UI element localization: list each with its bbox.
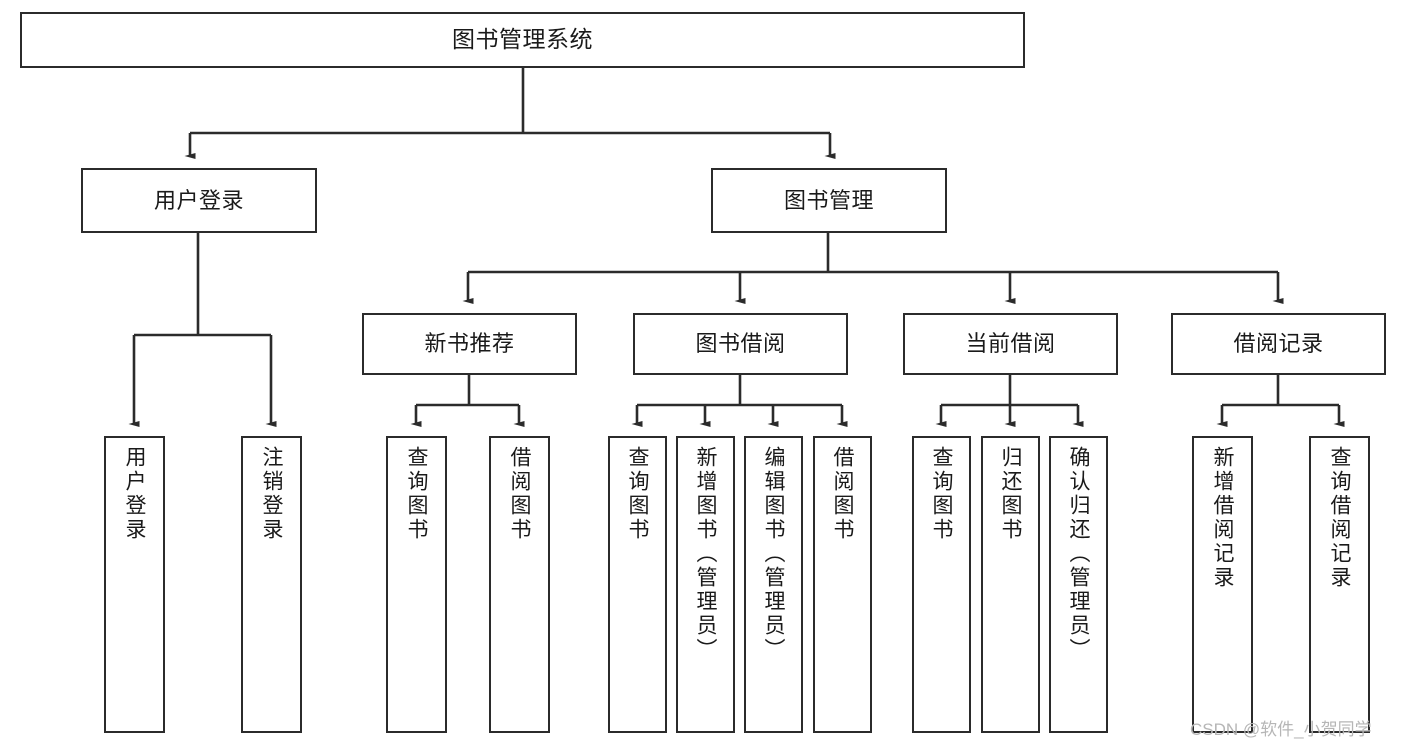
- leaf-current-borrow-return-book[interactable]: 归还图书: [981, 436, 1040, 733]
- node-label: 查询图书: [405, 446, 428, 542]
- node-label: 当前借阅: [965, 331, 1056, 357]
- node-book-management[interactable]: 图书管理: [711, 168, 947, 233]
- leaf-current-borrow-confirm-return-admin[interactable]: 确认归还（管理员）: [1049, 436, 1108, 733]
- node-current-borrow[interactable]: 当前借阅: [903, 313, 1118, 375]
- node-label: 图书管理: [783, 187, 874, 213]
- node-borrow-record[interactable]: 借阅记录: [1171, 313, 1386, 375]
- node-label: 借阅图书: [508, 446, 531, 542]
- node-label: 用户登录: [153, 187, 244, 213]
- node-new-book-recommend[interactable]: 新书推荐: [362, 313, 577, 375]
- leaf-book-borrow-edit-book-admin[interactable]: 编辑图书（管理员）: [744, 436, 803, 733]
- leaf-new-book-query-book[interactable]: 查询图书: [386, 436, 447, 733]
- node-user-login[interactable]: 用户登录: [81, 168, 317, 233]
- node-label: 查询图书: [626, 446, 649, 542]
- node-label: 图书借阅: [695, 331, 786, 357]
- leaf-user-login-logout[interactable]: 注销登录: [241, 436, 302, 733]
- node-label: 新增借阅记录: [1211, 446, 1234, 590]
- csdn-watermark: CSDN @软件_小贺同学: [1190, 720, 1372, 739]
- node-label: 编辑图书（管理员）: [762, 446, 785, 662]
- node-label: 借阅记录: [1233, 331, 1324, 357]
- leaf-borrow-record-add-record[interactable]: 新增借阅记录: [1192, 436, 1253, 733]
- node-label: 注销登录: [260, 446, 283, 542]
- leaf-user-login-login[interactable]: 用户登录: [104, 436, 165, 733]
- leaf-book-borrow-query-book[interactable]: 查询图书: [608, 436, 667, 733]
- leaf-new-book-borrow-book[interactable]: 借阅图书: [489, 436, 550, 733]
- node-label: 查询图书: [930, 446, 953, 542]
- node-label: 查询借阅记录: [1328, 446, 1351, 590]
- node-label: 新增图书（管理员）: [694, 446, 717, 662]
- leaf-book-borrow-borrow-book[interactable]: 借阅图书: [813, 436, 872, 733]
- node-label: 新书推荐: [424, 331, 515, 357]
- node-book-borrow[interactable]: 图书借阅: [633, 313, 848, 375]
- node-label: 图书管理系统: [452, 26, 593, 53]
- node-label: 归还图书: [999, 446, 1022, 542]
- leaf-borrow-record-query-record[interactable]: 查询借阅记录: [1309, 436, 1370, 733]
- node-label: 用户登录: [123, 446, 146, 542]
- node-label: 借阅图书: [831, 446, 854, 542]
- node-root-book-management-system[interactable]: 图书管理系统: [20, 12, 1025, 68]
- leaf-current-borrow-query-book[interactable]: 查询图书: [912, 436, 971, 733]
- node-label: 确认归还（管理员）: [1067, 446, 1090, 662]
- leaf-book-borrow-add-book-admin[interactable]: 新增图书（管理员）: [676, 436, 735, 733]
